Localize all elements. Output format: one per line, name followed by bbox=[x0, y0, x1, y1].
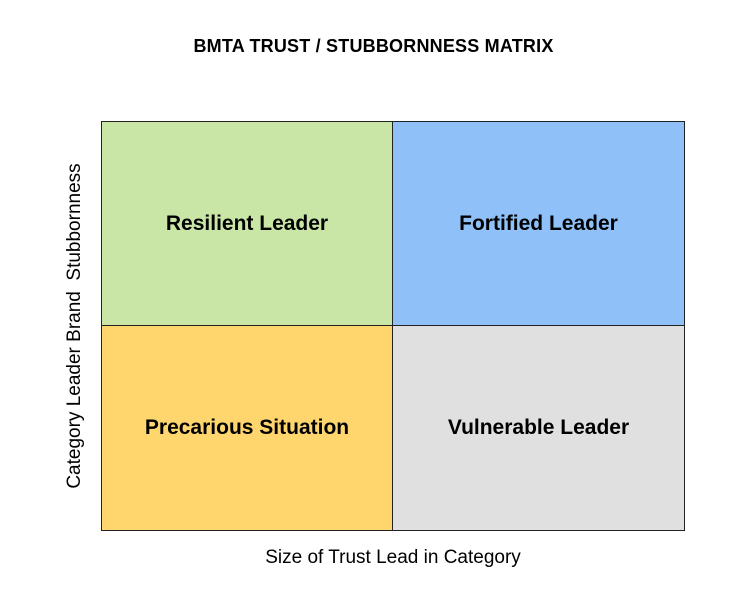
quadrant-label-resilient-leader: Resilient Leader bbox=[165, 211, 329, 235]
trust-stubbornness-matrix: Resilient Leader Fortified Leader Precar… bbox=[101, 121, 685, 531]
quadrant-fortified-leader: Fortified Leader bbox=[393, 122, 684, 326]
quadrant-resilient-leader: Resilient Leader bbox=[102, 122, 393, 326]
matrix-title: BMTA TRUST / STUBBORNNESS MATRIX bbox=[193, 36, 554, 56]
quadrant-label-fortified-leader: Fortified Leader bbox=[459, 211, 618, 235]
quadrant-label-vulnerable-leader: Vulnerable Leader bbox=[447, 416, 630, 439]
quadrant-vulnerable-leader: Vulnerable Leader bbox=[393, 326, 684, 530]
y-axis-label: Category Leader Brand Stubbornness bbox=[64, 163, 85, 489]
x-axis-label: Size of Trust Lead in Category bbox=[265, 547, 521, 568]
quadrant-label-precarious-situation: Precarious Situation bbox=[144, 416, 350, 439]
quadrant-precarious-situation: Precarious Situation bbox=[102, 326, 393, 530]
